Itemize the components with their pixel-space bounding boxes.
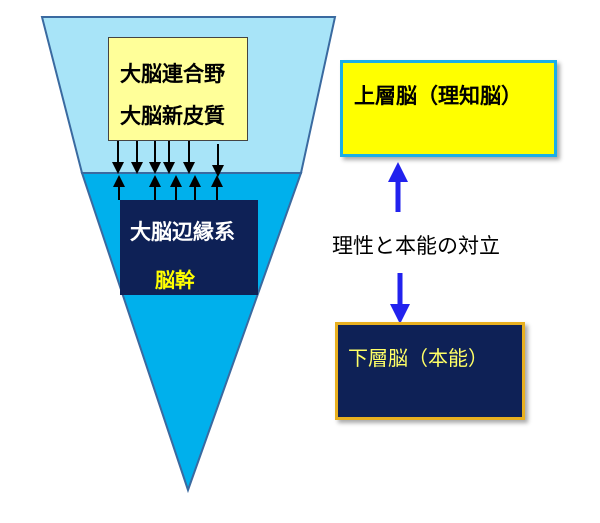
lower-layer-box — [335, 322, 525, 420]
neocortex-label: 大脳新皮質 — [120, 104, 225, 128]
conflict-label: 理性と本能の対立 — [332, 234, 500, 258]
upper-layer-box — [340, 60, 557, 157]
up-arrows — [113, 175, 223, 200]
down-arrows — [112, 141, 224, 177]
upper-layer-label: 上層脳（理知脳） — [354, 84, 522, 108]
cerebral-cortex-box — [108, 37, 248, 141]
limbic-system-label: 大脳辺縁系 — [130, 220, 235, 244]
brainstem-label: 脳幹 — [155, 268, 195, 292]
lower-layer-label: 下層脳（本能） — [348, 346, 488, 370]
association-cortex-label: 大脳連合野 — [120, 62, 225, 86]
limbic-system-box — [120, 200, 258, 295]
